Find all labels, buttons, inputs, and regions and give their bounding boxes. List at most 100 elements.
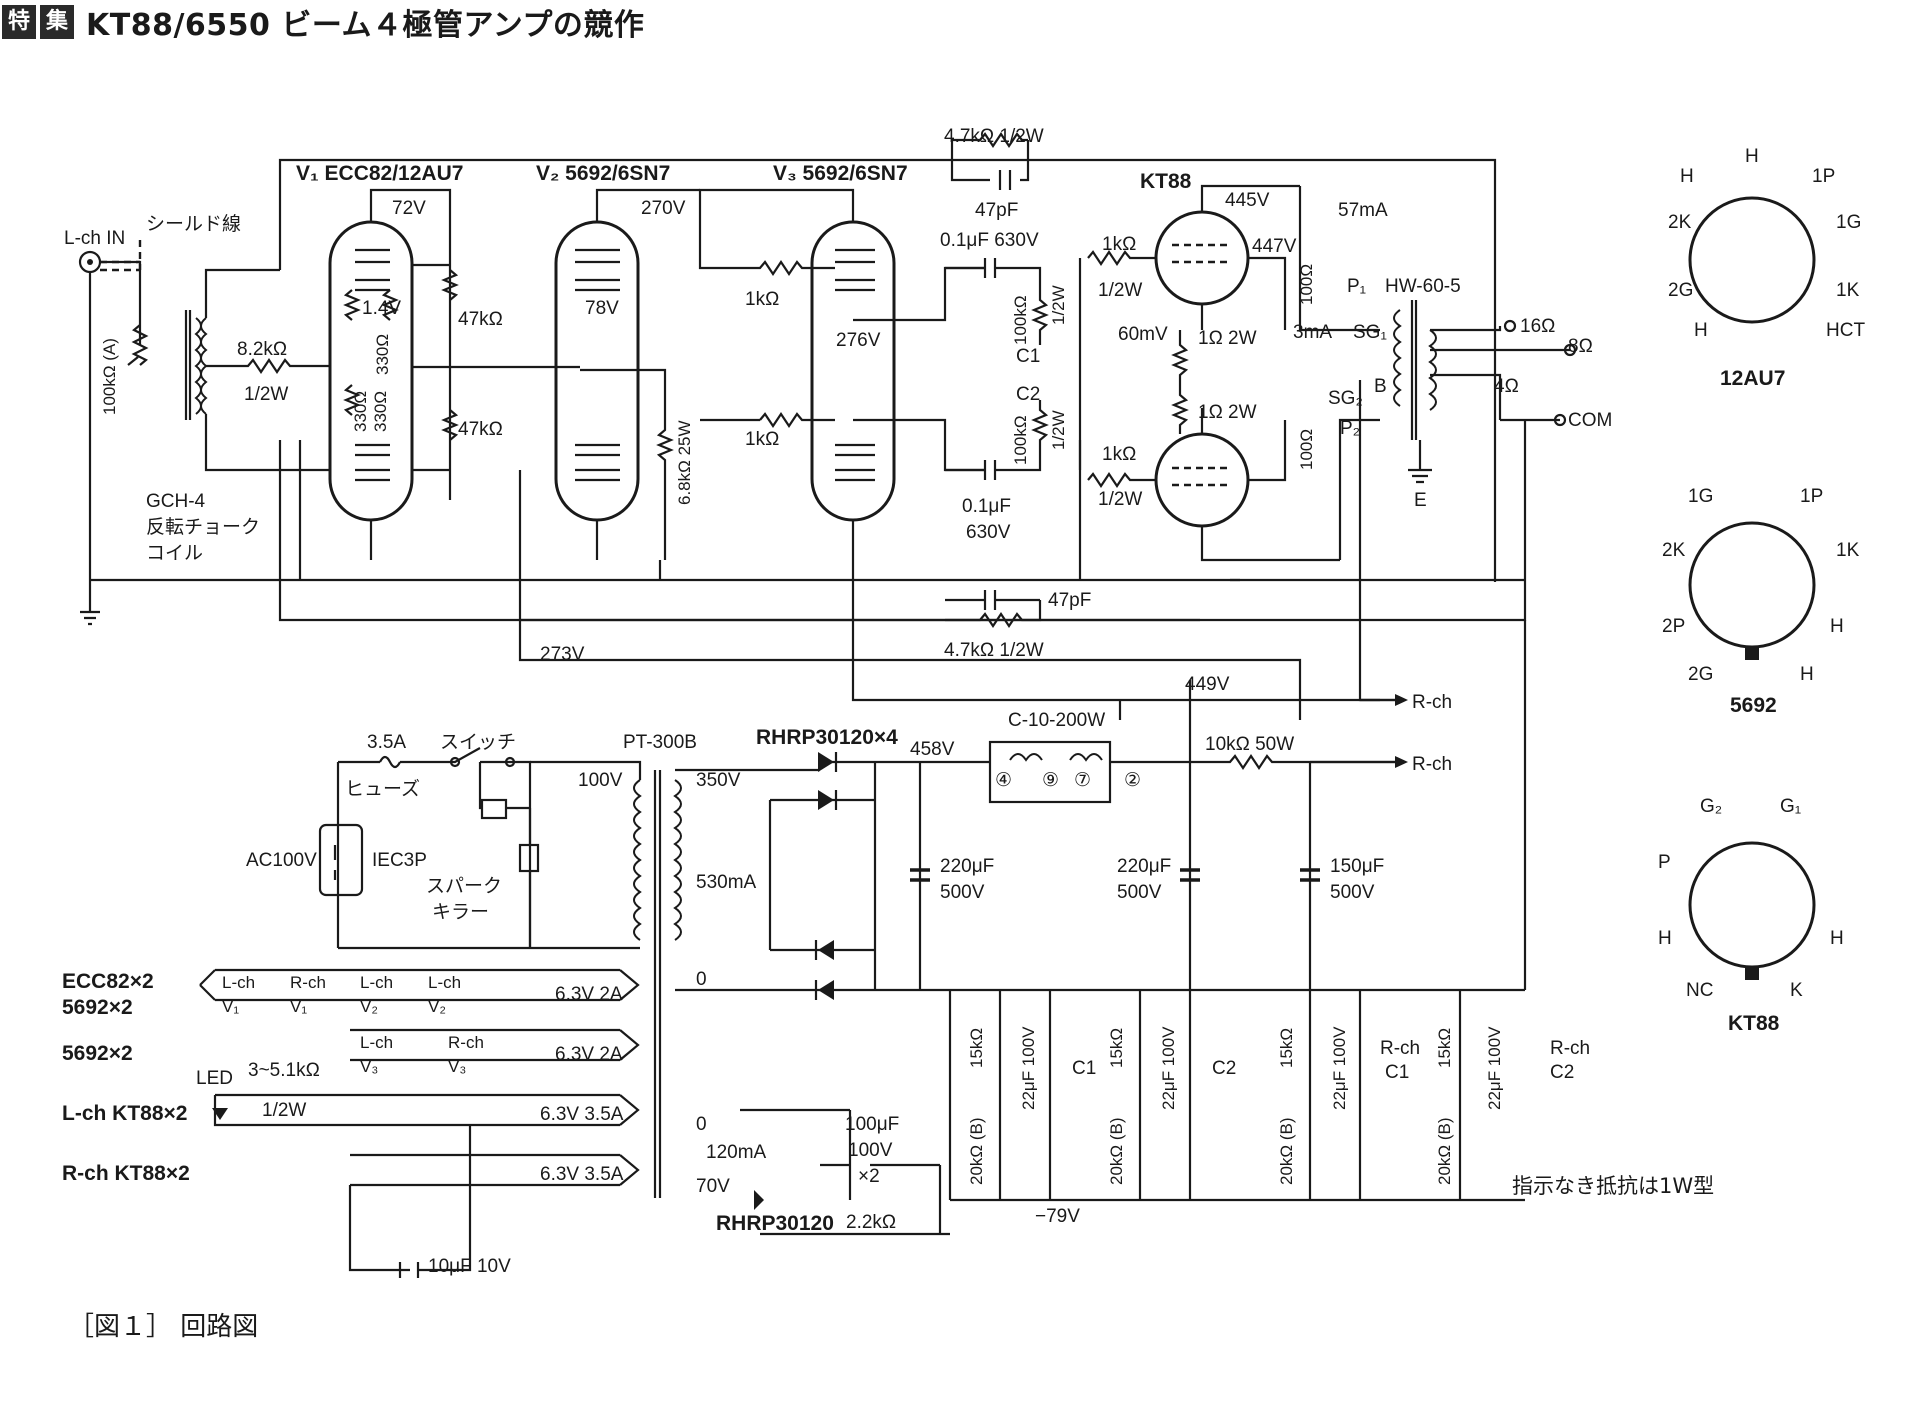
pt-100v: 100V xyxy=(578,770,623,791)
kt-pin-p: P xyxy=(1658,852,1671,873)
out-4: 4Ω xyxy=(1494,376,1519,397)
bias-c1-r: C1 xyxy=(1385,1062,1409,1083)
hk-lch-1: L-ch xyxy=(222,973,255,992)
c150-v: 500V xyxy=(1330,882,1375,903)
led-resistor-watt: 1/2W xyxy=(262,1100,306,1121)
r22k: 2.2kΩ xyxy=(846,1212,896,1233)
power-supply xyxy=(318,620,1527,1198)
c01-b1: 0.1μF xyxy=(962,496,1011,517)
v447: 447V xyxy=(1252,236,1297,257)
kt-pin-g2: G₂ xyxy=(1700,796,1722,817)
au7-pin-2k: 2K xyxy=(1668,212,1692,233)
choke-label-1: GCH-4 xyxy=(146,491,206,512)
choke-pin4: ④ xyxy=(995,770,1012,791)
out-8: 8Ω xyxy=(1568,336,1593,357)
out-com: COM xyxy=(1568,410,1612,431)
v72: 72V xyxy=(392,198,426,219)
c150: 150μF xyxy=(1330,856,1384,877)
input-section xyxy=(78,158,1525,626)
opt-e: E xyxy=(1414,490,1427,511)
bias-pot-3: 20kΩ (B) xyxy=(1277,1117,1296,1185)
hk-lch-2: L-ch xyxy=(360,973,393,992)
c220-a-v: 500V xyxy=(940,882,985,903)
article-header: 特 集 KT88/6550 ビーム４極管アンプの競作 xyxy=(2,2,644,43)
pt-70v: 70V xyxy=(696,1176,730,1197)
v449: 449V xyxy=(1185,674,1230,695)
led-label: LED xyxy=(196,1068,233,1089)
bias-pot-4: 20kΩ (B) xyxy=(1435,1117,1454,1185)
au7-pin-hct: HCT xyxy=(1826,320,1865,341)
sn7-pin-1g: 1G xyxy=(1688,486,1713,507)
kt88-upper xyxy=(1087,184,1300,330)
r100k-b-watt: 1/2W xyxy=(1049,410,1068,450)
r82k-label: 8.2kΩ xyxy=(237,339,287,360)
feature-badge-2: 集 xyxy=(40,5,74,39)
opt-b: B xyxy=(1374,376,1387,397)
pinout-12au7 xyxy=(1688,196,1816,324)
bias-rch-2: R-ch xyxy=(1550,1038,1590,1059)
hk-v2-1: V₂ xyxy=(360,997,378,1016)
kt-pin-g1: G₁ xyxy=(1780,796,1801,817)
kt-pin-k: K xyxy=(1790,980,1803,1001)
figure-caption: ［図１］ 回路図 xyxy=(68,1312,259,1342)
bias-c22-4: 22μF 100V xyxy=(1485,1026,1504,1110)
choke-c10: C-10-200W xyxy=(1008,710,1105,731)
sn7-pin-2p: 2P xyxy=(1662,616,1685,637)
sn7-pin-h1: H xyxy=(1830,616,1844,637)
choke-pin7: ⑦ xyxy=(1074,770,1091,791)
r100k-a: 100kΩ xyxy=(1011,295,1030,345)
heater-grp-3: L-ch KT88×2 xyxy=(62,1102,187,1125)
volume-label: 100kΩ (A) xyxy=(100,338,119,415)
led-resistor: 3~5.1kΩ xyxy=(248,1060,320,1081)
hk-v1-2: V₁ xyxy=(290,997,307,1016)
au7-pin-h2: H xyxy=(1745,146,1759,167)
v270: 270V xyxy=(641,198,686,219)
au7-pin-1p: 1P xyxy=(1812,166,1835,187)
hk-lch-4: L-ch xyxy=(360,1033,393,1052)
r1k-b: 1kΩ xyxy=(745,429,779,450)
r68k: 6.8kΩ 25W xyxy=(675,420,694,505)
opt-name: HW-60-5 xyxy=(1385,276,1461,297)
r330-a: 330Ω xyxy=(351,391,370,432)
au7-pin-2p: H xyxy=(1694,320,1708,341)
kt88-lower xyxy=(1087,408,1340,562)
i57: 57mA xyxy=(1338,200,1388,221)
au7-pin-1k: 1K xyxy=(1836,280,1860,301)
pinout-12au7-label: 12AU7 xyxy=(1720,367,1785,390)
pt-120ma: 120mA xyxy=(706,1142,767,1163)
heater-1: 6.3V 2A xyxy=(555,984,623,1005)
bias-c22-1: 22μF 100V xyxy=(1019,1026,1038,1110)
fuse-rating: 3.5A xyxy=(367,732,406,753)
v458: 458V xyxy=(910,739,955,760)
c100: 100μF xyxy=(845,1114,899,1135)
r100-b: 100Ω xyxy=(1297,429,1316,470)
r330-c: 330Ω xyxy=(371,391,390,432)
hk-rch-2: R-ch xyxy=(448,1033,484,1052)
heater-grp-1b: 5692×2 xyxy=(62,996,133,1019)
v78: 78V xyxy=(585,298,619,319)
feature-badge-1: 特 xyxy=(2,5,36,39)
pt-530ma: 530mA xyxy=(696,872,757,893)
spark-2: キラー xyxy=(432,902,489,923)
hk-rch-1: R-ch xyxy=(290,973,326,992)
iec-label: IEC3P xyxy=(372,850,427,871)
sn7-pin-2g: 2G xyxy=(1688,664,1713,685)
r100k-a-watt: 1/2W xyxy=(1049,285,1068,325)
r47k-a: 47kΩ xyxy=(458,309,503,330)
m79: −79V xyxy=(1035,1206,1080,1227)
rch-out-2: R-ch xyxy=(1412,754,1452,775)
c220-b: 220μF xyxy=(1117,856,1171,877)
bias-r15k-4: 15kΩ xyxy=(1435,1028,1454,1068)
bias-c22-3: 22μF 100V xyxy=(1330,1026,1349,1110)
tube-v2 xyxy=(554,188,700,560)
nfb-r-top: 4.7kΩ 1/2W xyxy=(944,126,1044,147)
heater-3: 6.3V 3.5A xyxy=(540,1104,624,1125)
hk-v2-2: V₂ xyxy=(428,997,446,1016)
c100-v: 100V xyxy=(848,1140,893,1161)
opt-p1: P₁ xyxy=(1347,276,1366,297)
sn7-pin-1p: 1P xyxy=(1800,486,1823,507)
v1-label: V₁ ECC82/12AU7 xyxy=(296,162,463,185)
rch-out-1: R-ch xyxy=(1412,692,1452,713)
choke-label-3: コイル xyxy=(146,543,203,564)
